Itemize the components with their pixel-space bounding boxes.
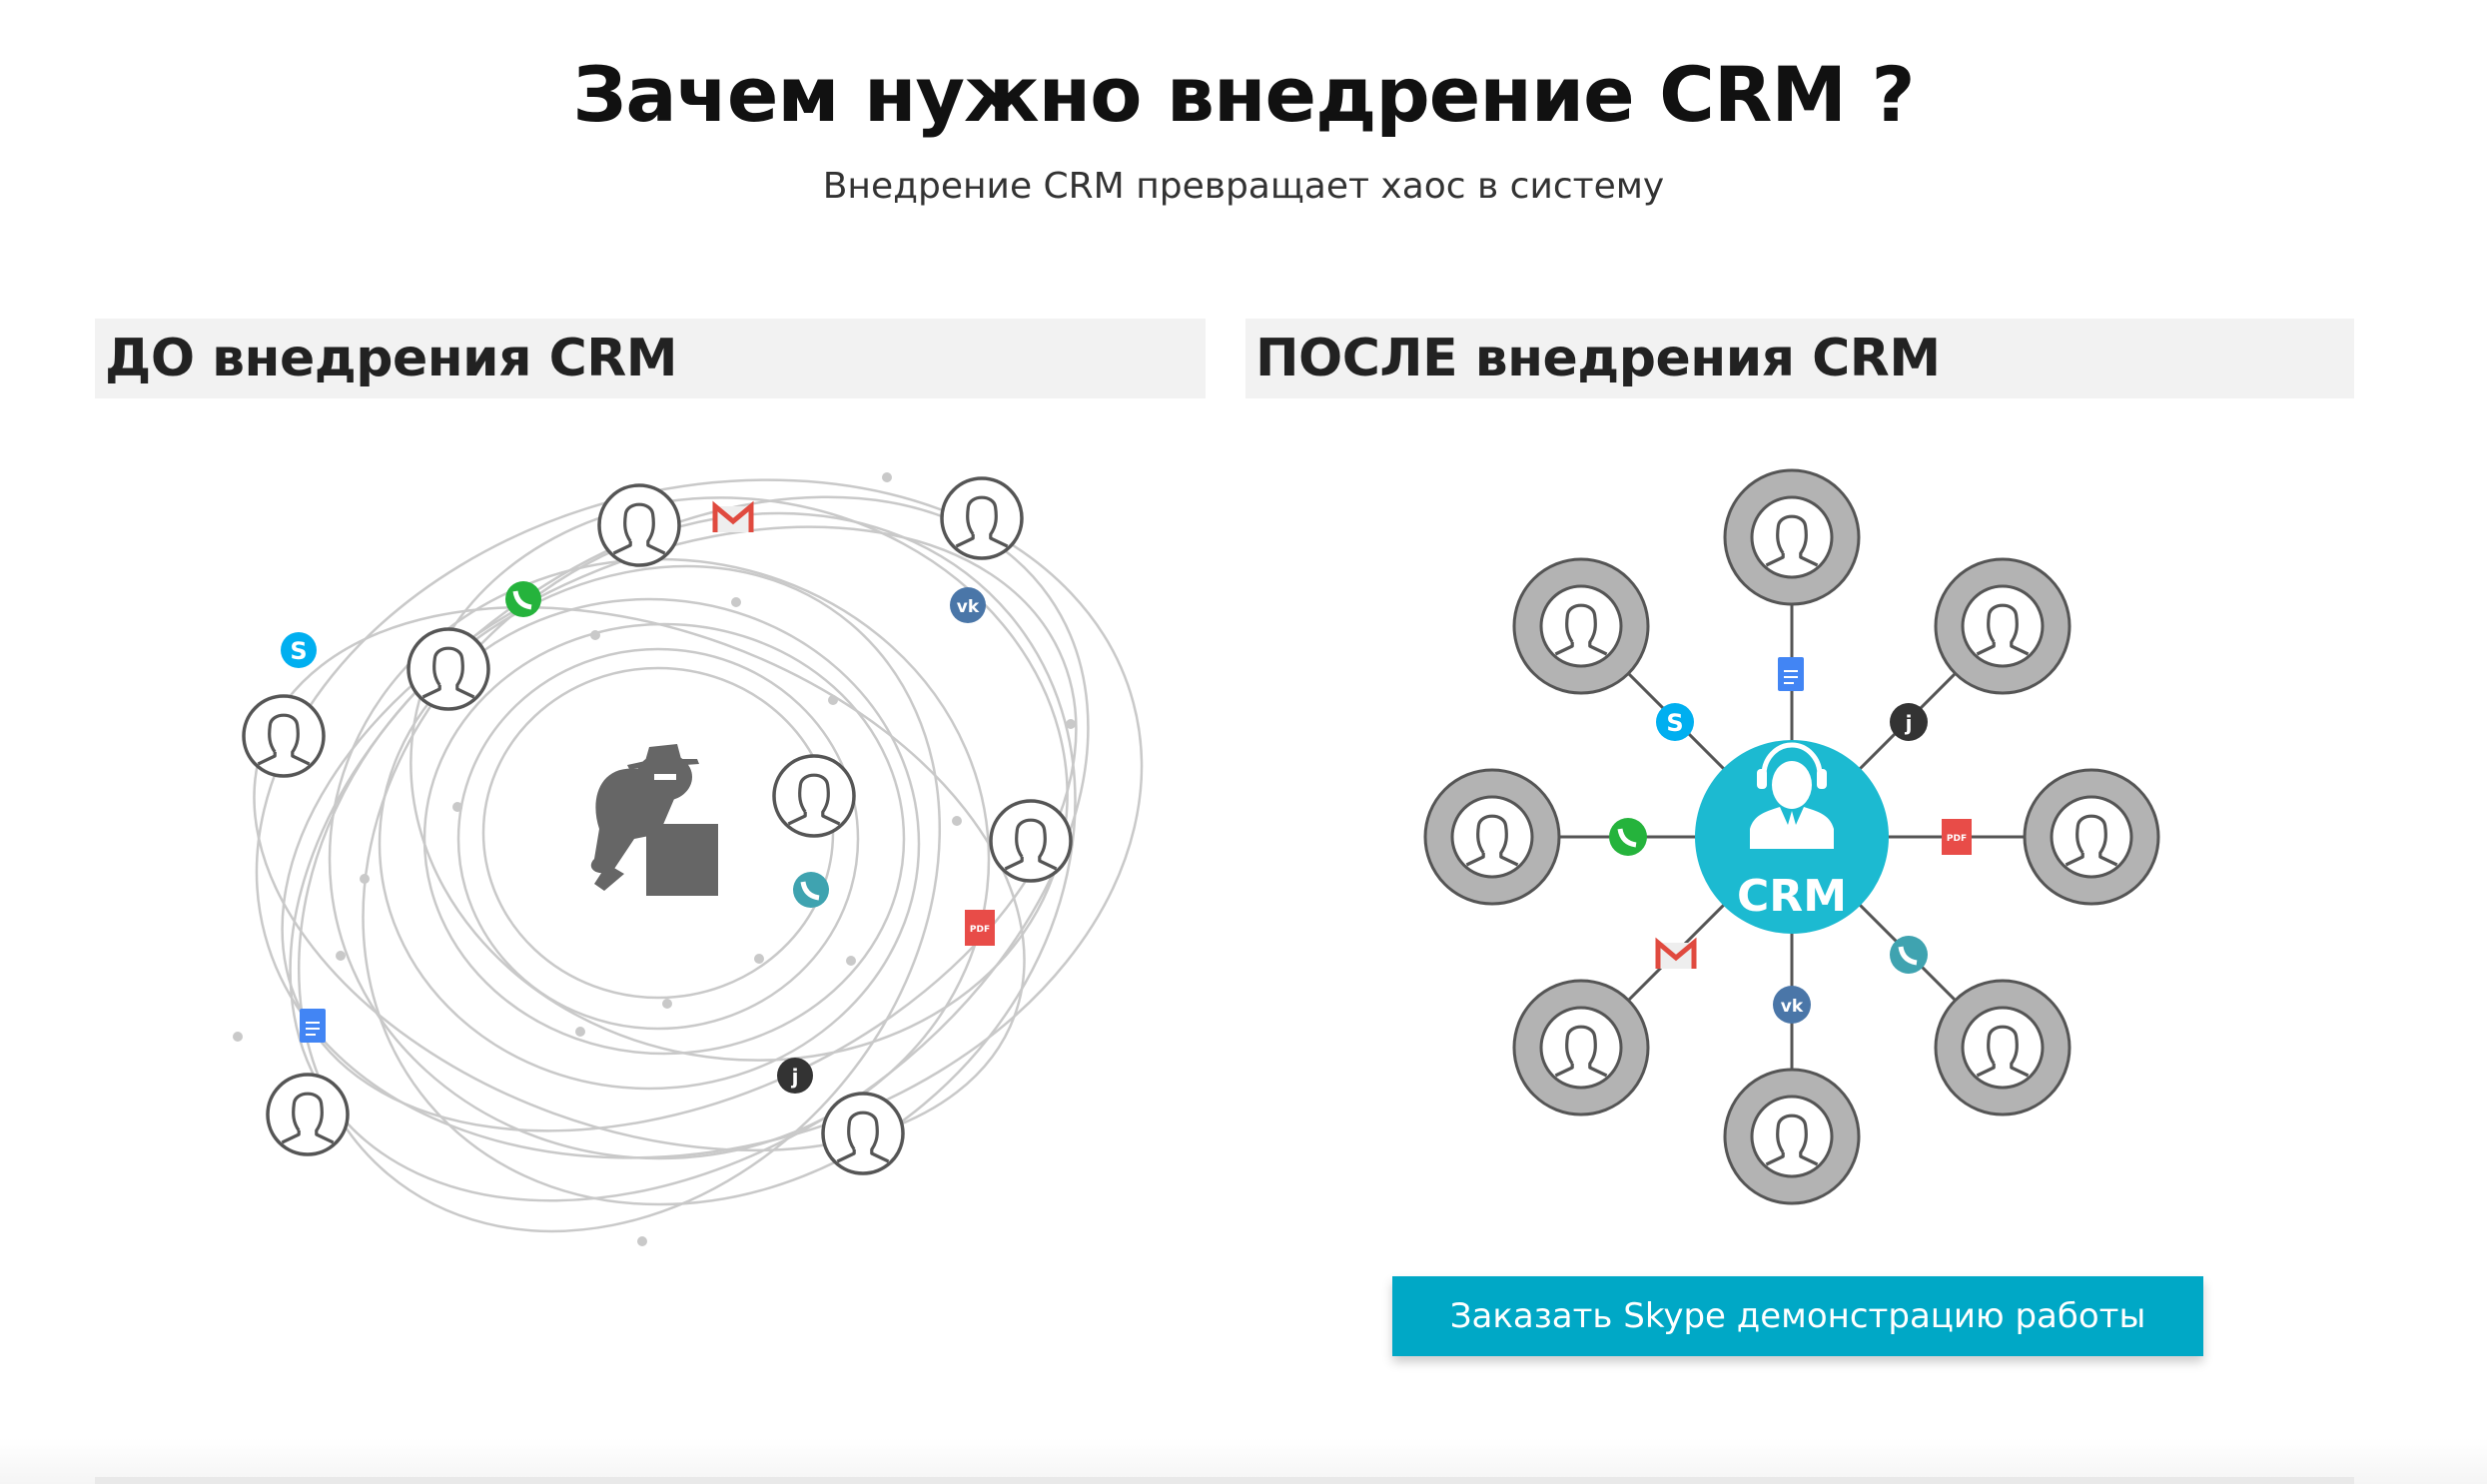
chaos-channel-icons: vk S PDF j [281,500,995,1094]
pdf-icon: PDF [965,910,995,946]
svg-text:PDF: PDF [970,925,990,935]
person-avatar [989,799,1073,883]
operator-headset-icon [1750,742,1834,849]
gmail-icon [1655,937,1697,969]
svg-text:j: j [791,1065,799,1089]
person-node [1934,979,2072,1116]
crm-hub: CRM [1695,740,1889,934]
person-avatar [772,754,856,838]
skype-icon: S [1656,703,1694,741]
person-avatar [266,1073,350,1156]
svg-text:PDF: PDF [1947,834,1967,844]
svg-text:vk: vk [1781,997,1804,1017]
orbit-line [456,647,860,1031]
order-skype-demo-button[interactable]: Заказать Skype демонстрацию работы amoCR… [1392,1276,2203,1416]
vk-icon: vk [950,587,986,623]
before-heading: ДО внедрения CRM [95,319,1206,398]
chaos-people [242,476,1073,1175]
pdf-icon: PDF [1942,819,1972,855]
svg-text:S: S [290,637,307,665]
gmail-icon [712,500,754,532]
svg-text:j: j [1905,711,1913,735]
person-avatar [242,694,326,778]
google-docs-icon [1778,657,1804,691]
after-heading: ПОСЛЕ внедрения CRM [1245,319,2354,398]
page-subtitle: Внедрение CRM превращает хаос в систему [822,166,1665,207]
page-title: Зачем нужно внедрение CRM ? [572,50,1915,139]
jivosite-icon: j [1890,703,1928,741]
section-bottom-fade [0,1438,2487,1484]
skype-icon: S [281,632,317,668]
spy-icon [590,744,718,896]
viber-icon [793,872,829,908]
person-avatar [597,483,681,567]
person-node [1423,768,1561,906]
whatsapp-icon [505,581,541,617]
person-node [1723,468,1861,606]
person-avatar [407,627,490,711]
person-avatar [821,1092,905,1175]
jivosite-icon: j [777,1058,813,1094]
orbit-line [422,622,906,1056]
orbit-line [378,597,921,1091]
orbit-dots [233,472,1076,1246]
viber-icon [1890,936,1928,974]
person-avatar [940,476,1024,560]
person-node [1512,557,1650,695]
svg-text:vk: vk [957,597,980,617]
orbit-line [297,564,942,1233]
person-node [1723,1068,1861,1205]
person-node [2023,768,2160,906]
svg-text:S: S [1666,709,1683,737]
crm-hub-label: CRM [1737,871,1847,922]
person-node [1934,557,2072,695]
crm-hub-diagram: CRM j PDF vk S [1423,468,2160,1205]
whatsapp-icon [1609,818,1647,856]
vk-icon: vk [1773,986,1811,1024]
person-node [1512,979,1650,1116]
section-divider [95,1477,2354,1484]
google-docs-icon [300,1009,326,1043]
hub-channel-icons: j PDF vk S [1609,657,1972,1024]
